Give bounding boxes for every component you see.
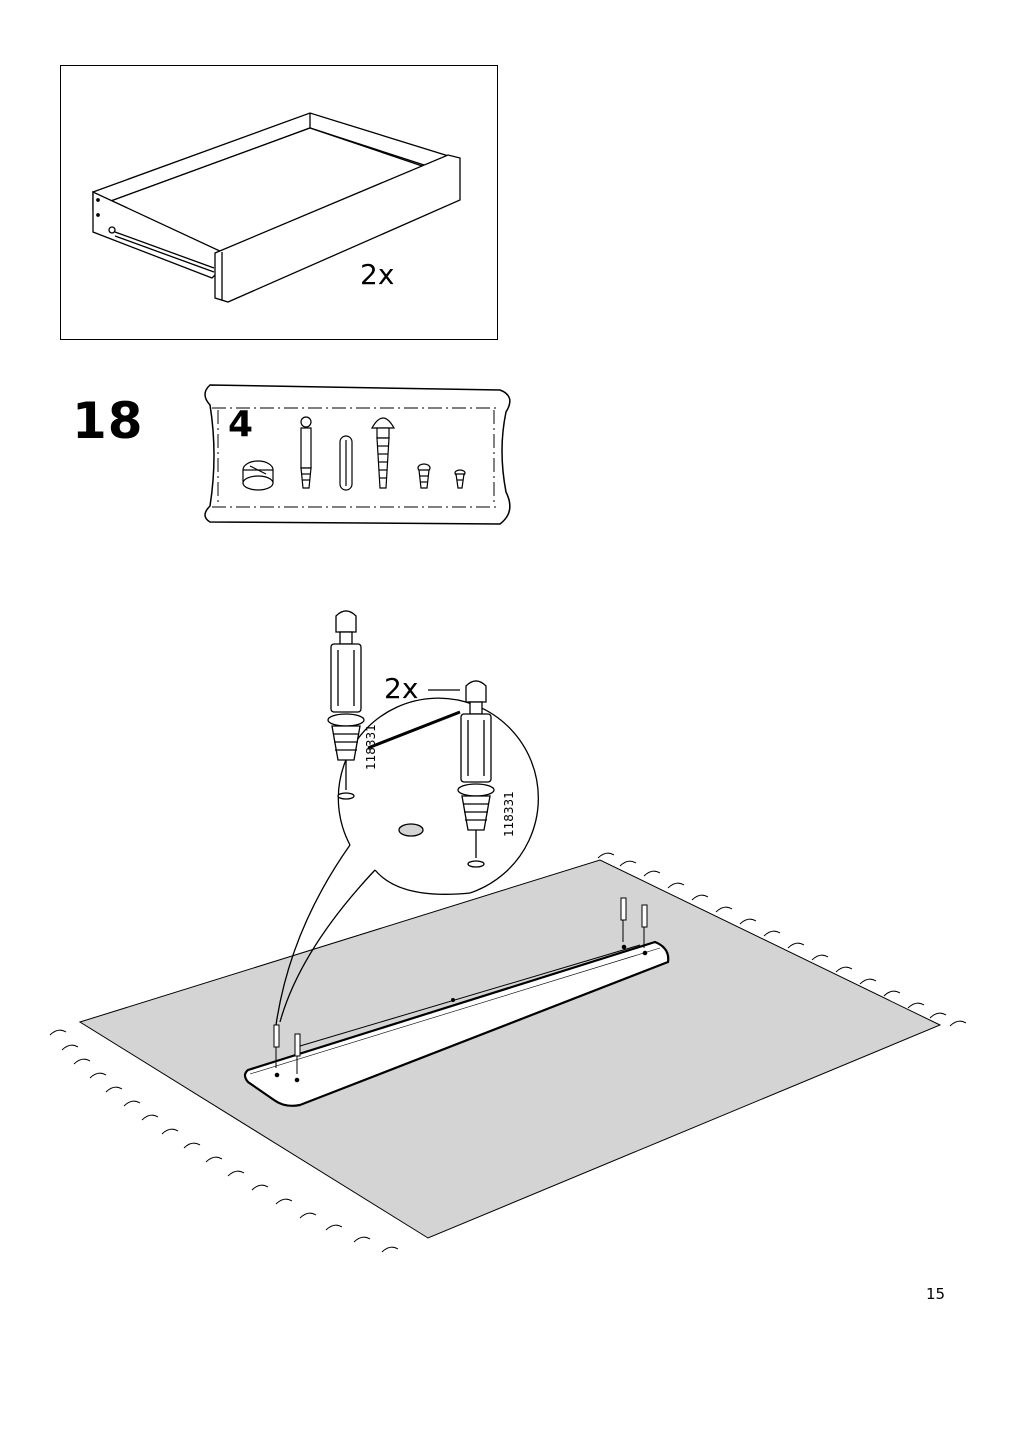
cam-dowel-icon: [300, 416, 312, 489]
long-screw-icon: [370, 417, 396, 489]
wooden-dowel-icon: [339, 435, 353, 491]
short-screw-icon: [417, 463, 431, 489]
rug-fringe-left: [49, 1029, 399, 1253]
drawer-illustration: [92, 112, 461, 303]
rug: [49, 852, 967, 1253]
result-preview-box: [60, 65, 498, 340]
parts-bag: [204, 384, 511, 525]
small-screw-icon: [454, 469, 466, 489]
plinth-board: [243, 940, 670, 1107]
parts-bag-count: 4: [228, 404, 254, 445]
step-number: 18: [72, 392, 144, 450]
part-number-label: 118331: [364, 724, 378, 770]
part-number-label: 118331: [502, 791, 516, 837]
cam-lock-icon: [242, 460, 274, 491]
page-number: 15: [926, 1285, 946, 1303]
quantity-label: 2x: [360, 258, 395, 291]
detail-fittings: [327, 610, 495, 868]
detail-quantity-label: 2x: [384, 672, 419, 705]
rug-fringe-right: [597, 852, 967, 1027]
